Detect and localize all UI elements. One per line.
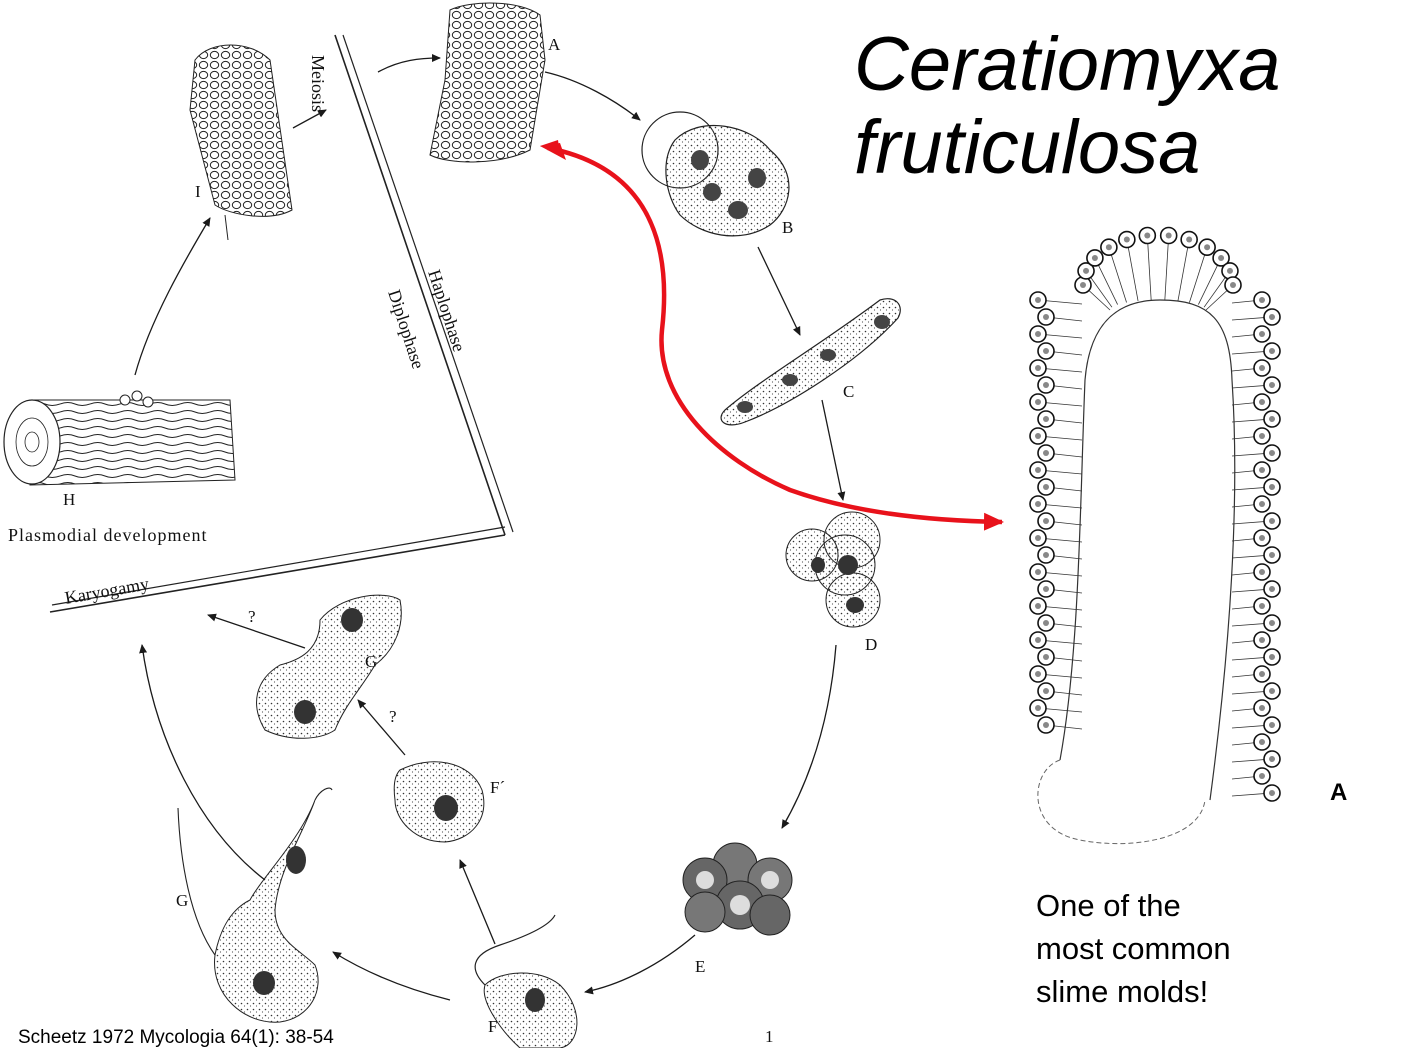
phase-divider	[49, 34, 514, 613]
stage-g-prime-drawing	[256, 594, 402, 739]
plasmodial-label: Plasmodial development	[8, 525, 207, 545]
stage-label-f-prime: F´	[490, 778, 505, 797]
stage-label-b: B	[782, 218, 793, 237]
stage-label-g-prime: G´	[365, 652, 383, 671]
citation: Scheetz 1972 Mycologia 64(1): 38-54	[18, 1027, 334, 1048]
diplophase-label: Diplophase	[384, 287, 428, 371]
stage-h-drawing	[3, 390, 236, 486]
title-genus: Ceratiomyxa	[854, 22, 1281, 107]
caption-line-2: most common	[1036, 931, 1231, 966]
caption: One of the most common slime molds!	[1036, 884, 1231, 1013]
caption-line-1: One of the	[1036, 888, 1181, 923]
stage-c-drawing	[720, 298, 901, 426]
stage-f-drawing	[474, 914, 578, 1048]
question-mark-lower: ?	[389, 707, 397, 726]
stage-a-drawing	[429, 2, 546, 163]
stage-label-c: C	[843, 382, 854, 401]
haplophase-label: Haplophase	[424, 267, 469, 354]
caption-line-3: slime molds!	[1036, 974, 1209, 1009]
stage-label-g: G	[176, 891, 188, 910]
figure-number: 1	[765, 1027, 774, 1046]
stage-label-e: E	[695, 957, 705, 976]
stage-d-drawing	[785, 511, 881, 628]
stage-label-a: A	[548, 35, 561, 54]
stage-f-prime-drawing	[393, 761, 485, 843]
stage-label-d: D	[865, 635, 877, 654]
stage-i-drawing	[189, 44, 293, 241]
stage-label-i: I	[195, 182, 201, 201]
stage-b-drawing	[641, 111, 790, 237]
stage-label-h: H	[63, 490, 75, 509]
stage-label-f: F	[488, 1017, 497, 1036]
cycle-arrows	[134, 54, 846, 1001]
title-species: fruticulosa	[854, 105, 1201, 190]
right-panel-label: A	[1330, 779, 1347, 806]
stage-e-drawing	[682, 842, 793, 936]
stage-g-drawing	[177, 787, 333, 1023]
meiosis-label: Meiosis	[308, 55, 328, 112]
highlight-arrow	[540, 140, 1004, 531]
fruiting-body-drawing	[1029, 226, 1281, 845]
question-mark-upper: ?	[248, 607, 256, 626]
